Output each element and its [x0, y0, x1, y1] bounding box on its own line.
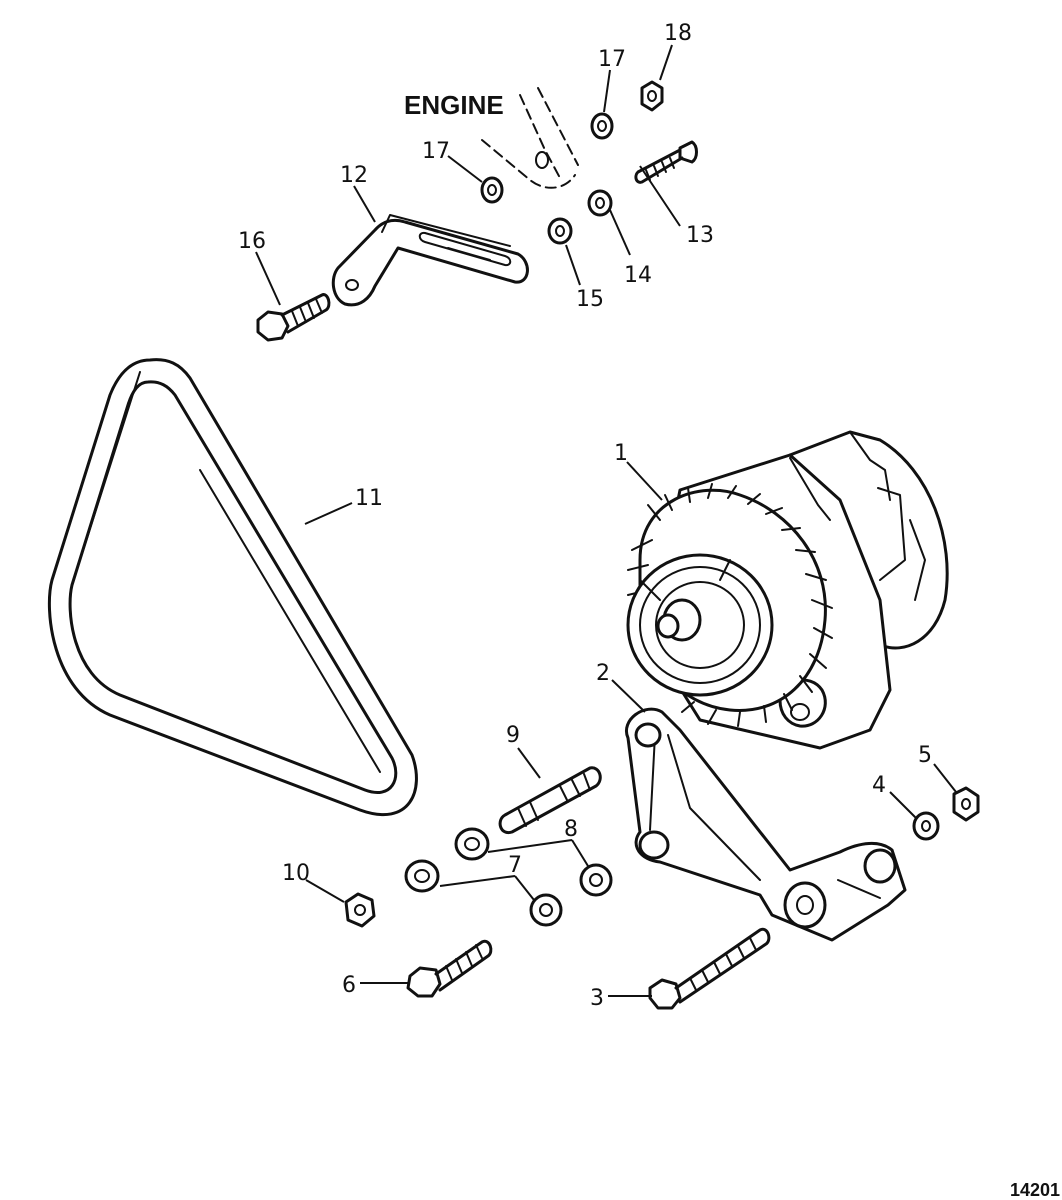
washer-4 [912, 811, 940, 841]
callout-12: 12 [340, 163, 368, 188]
spacer-7b [529, 893, 563, 927]
figure-number: 14201 [1010, 1180, 1060, 1200]
alternator [626, 430, 949, 750]
callout-3: 3 [590, 986, 604, 1011]
callout-10: 10 [282, 861, 310, 886]
callout-11: 11 [355, 486, 383, 511]
adjusting-brace [331, 214, 529, 307]
callout-labels: 1 2 3 4 5 6 7 8 9 10 11 12 13 14 15 16 1… [238, 21, 1060, 1200]
callout-9: 9 [506, 723, 520, 748]
callout-6: 6 [342, 973, 356, 998]
spacer-7a [404, 859, 440, 893]
screw-13 [634, 140, 698, 184]
bolt-6 [406, 939, 493, 998]
callout-13: 13 [686, 223, 714, 248]
callout-8: 8 [564, 817, 578, 842]
callout-17b: 17 [598, 47, 626, 72]
washer-14 [587, 189, 613, 217]
alternator-bracket [625, 707, 907, 942]
engine-mount-outline [481, 87, 579, 189]
callout-2: 2 [596, 661, 610, 686]
washer-17a [590, 112, 614, 140]
washer-15 [547, 217, 573, 245]
nut-5 [952, 786, 980, 822]
nut-18 [640, 80, 664, 112]
callout-7: 7 [508, 853, 522, 878]
callout-5: 5 [918, 743, 932, 768]
callout-18: 18 [664, 21, 692, 46]
callout-1: 1 [614, 441, 628, 466]
callout-16: 16 [238, 229, 266, 254]
bolt-16 [256, 293, 331, 342]
washer-17b [480, 176, 504, 204]
bolt-3 [648, 927, 771, 1010]
drive-belt [47, 358, 418, 817]
callout-17a: 17 [422, 139, 450, 164]
spacer-8a [454, 827, 490, 861]
leader-lines [255, 44, 957, 997]
spacer-8b [579, 863, 613, 897]
engine-label: ENGINE [404, 90, 504, 120]
callout-15: 15 [576, 287, 604, 312]
callout-14: 14 [624, 263, 652, 288]
nut-10 [344, 892, 376, 928]
callout-4: 4 [872, 773, 886, 798]
stud-9 [498, 766, 602, 835]
